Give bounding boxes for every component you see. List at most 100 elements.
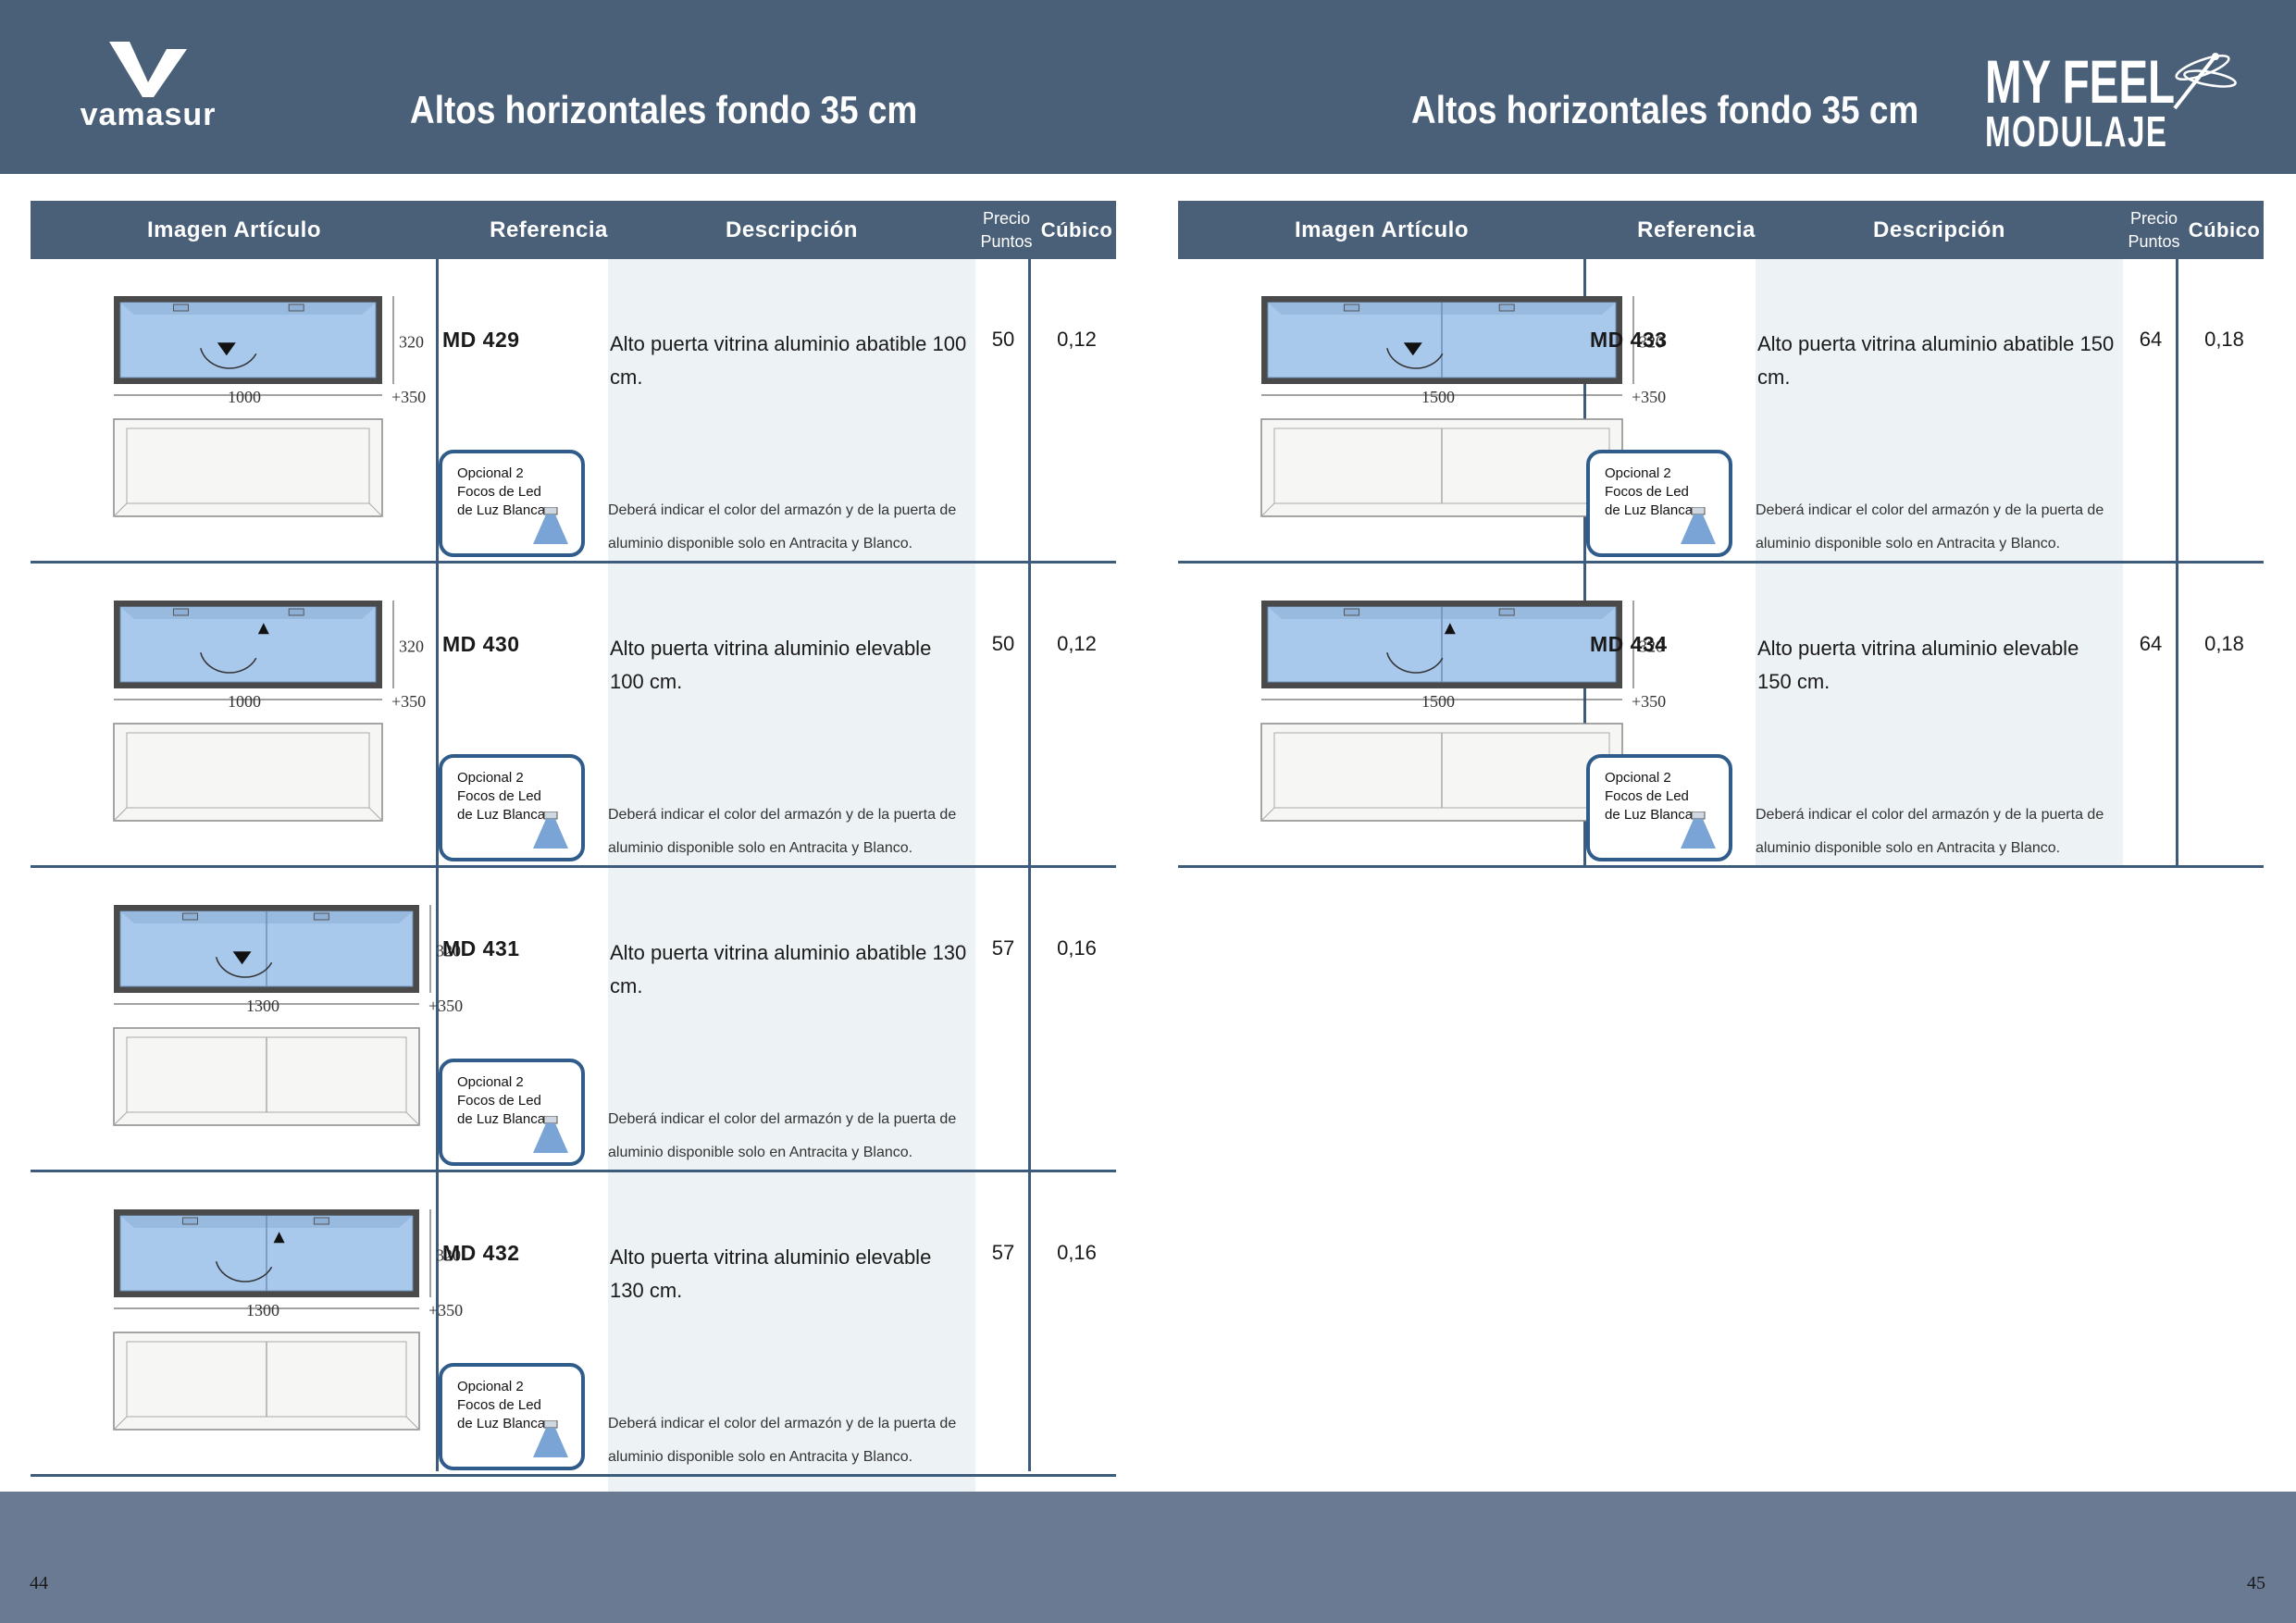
opening-arc [215,957,273,978]
catalog-table-right: Imagen Artículo Referencia Descripción P… [1178,201,2264,886]
led-spot [1344,304,1359,312]
col-price-line2: Puntos [2128,231,2180,251]
spotlight-icon [533,1420,568,1457]
width-dimension-label: 1300 [246,1301,279,1319]
dragonfly-icon [2173,53,2237,110]
cabinet-drawing: 320 1500 +350 [1260,601,1666,822]
product-description: Alto puerta vitrina aluminio abatible 10… [610,332,967,389]
height-dimension-label: 320 [1639,333,1664,352]
cabinet-carcass [113,418,383,517]
page-title-left: Altos horizontales fondo 35 cm [410,88,918,131]
col-description: Descripción [1873,217,2005,242]
led-spot [182,912,198,921]
led-spot [1498,608,1515,616]
width-dimension-label: 1000 [228,388,261,406]
led-spot [313,912,329,921]
led-spot [313,1217,329,1225]
table-header: Imagen Artículo Referencia Descripción P… [31,201,1116,259]
divider-line [1583,259,1586,868]
product-reference: MD 433 [1590,328,1668,352]
led-option-text: Opcional 2 Focos de Led de Luz Blanca [457,1074,546,1127]
height-dimension-label: 320 [1639,638,1664,656]
vamasur-wordmark: vamasur [80,97,217,132]
page-title-right: Altos horizontales fondo 35 cm [1411,88,1919,131]
myfeel-line1: MY FEEL [1985,47,2176,116]
led-spot [288,304,304,312]
product-note: Deberá indicar el color del armazón y de… [1756,807,2104,856]
col-cubic: Cúbico [2188,217,2261,242]
spotlight-icon [533,1116,568,1153]
product-description: Alto puerta vitrina aluminio abatible 15… [1757,332,2115,389]
cabinet-glass [119,302,377,378]
led-spot [1344,608,1359,616]
carcass-edge [405,1111,420,1126]
led-spot [182,1217,198,1225]
carcass-edge [368,502,383,517]
arrow-down-icon [1403,342,1422,356]
row-divider [31,561,1116,564]
product-price: 57 [991,936,1015,960]
row-divider [31,1170,1116,1172]
col-price: Precio Puntos [2123,201,2185,259]
product-description: Alto puerta vitrina aluminio abatible 13… [610,941,967,997]
arrow-down-icon [232,951,252,965]
col-price-line1: Precio [982,208,1031,228]
col-cubic: Cúbico [1040,217,1113,242]
product-cubic: 0,16 [1057,1241,1097,1264]
product-price: 50 [991,632,1015,655]
led-option-text: Opcional 2 Focos de Led de Luz Blanca [457,770,546,823]
product-image: 320 1300 +350 [77,1200,465,1464]
col-reference: Referencia [490,217,608,242]
depth-dimension-label: +350 [391,692,426,711]
col-image: Imagen Artículo [147,217,321,242]
led-option-badge: Opcional 2 Focos de Led de Luz Blanca [439,754,585,861]
led-option-badge: Opcional 2 Focos de Led de Luz Blanca [1586,754,1732,861]
row-divider [1178,561,2264,564]
depth-dimension-label: +350 [428,1301,463,1319]
product-price: 64 [2139,328,2163,351]
cabinet-inner-top [120,303,376,315]
product-description: Alto puerta vitrina aluminio elevable 10… [610,637,932,693]
product-image: 320 1500 +350 [1224,591,1669,855]
led-spot [173,608,189,616]
opening-arc [200,652,257,674]
carcass-edge [368,807,383,822]
led-option-text: Opcional 2 Focos de Led de Luz Blanca [457,1379,546,1431]
carcass-edge [405,1416,420,1431]
width-dimension-label: 1500 [1421,692,1455,711]
depth-dimension-label: +350 [1632,692,1666,711]
opening-arc [1386,348,1444,369]
carcass-edge [113,1111,128,1126]
product-reference: MD 434 [1590,632,1668,656]
myfeel-logo: MY FEEL MODULAJE [1985,51,2253,162]
spotlight-icon [533,812,568,849]
depth-dimension-label: +350 [1632,388,1666,406]
col-image: Imagen Artículo [1295,217,1469,242]
led-spot [288,608,304,616]
page-footer [0,1492,2296,1623]
width-dimension-label: 1000 [228,692,261,711]
row-divider [31,865,1116,868]
height-dimension-label: 320 [399,333,424,352]
page-number-right: 45 [2247,1573,2265,1593]
product-note: Deberá indicar el color del armazón y de… [608,1111,957,1160]
col-price-line2: Puntos [980,231,1033,251]
spotlight-icon [533,507,568,544]
width-dimension-label: 1300 [246,997,279,1015]
height-dimension-label: 320 [436,1246,461,1265]
carcass-edge [113,502,128,517]
cabinet-glass [119,606,377,683]
depth-dimension-label: +350 [428,997,463,1015]
led-option-text: Opcional 2 Focos de Led de Luz Blanca [457,465,546,518]
product-cubic: 0,12 [1057,328,1097,351]
divider-line [2176,259,2178,868]
carcass-inner [126,732,370,809]
product-note: Deberá indicar el color del armazón y de… [1756,502,2104,551]
